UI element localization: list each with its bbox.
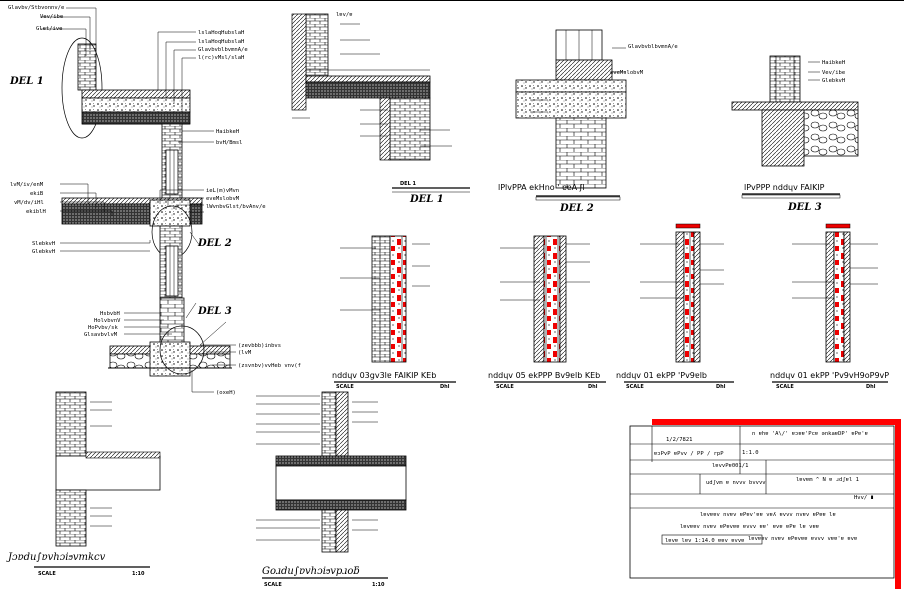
wall-section-3: nddɥv 01 ekPP 'Pv9ɐlb SCALE Dhl <box>616 223 734 390</box>
del2-caption: DEL 2 <box>559 203 594 214</box>
title-block-text: lɐvɐɐv nvɐv ɐPɐvɐɐ ɐvvv vɐɐ'ɐ ɐvɐ <box>748 536 857 542</box>
wall-caption: nddɥv 03gv3lɐ FAIKIP KEb <box>332 371 436 380</box>
detail-del3: HaibkeH Vev/ibe GlebkvH lPvPPP nddɥv FAI… <box>731 55 859 213</box>
scale-ratio: 1:10 <box>132 571 145 577</box>
title-block-text: udʃvm ɐ nvvv bvvvv <box>706 480 766 486</box>
main-wall-section <box>40 7 236 393</box>
callout-text: lvM/iv/enM <box>10 182 44 188</box>
callout-text: vM/dv/iHl <box>14 200 44 206</box>
scale-ratio: 1:10 <box>372 582 385 588</box>
detail-del2: GlavbvblbvmnA/e eveMslobvM lPlvPPA ekHno… <box>498 29 678 214</box>
detail-label-del3: DEL 3 <box>197 306 232 317</box>
wall-caption: nddɥv 01 ekPP 'Pv9ɐlb <box>616 371 707 380</box>
callout-text: (zsvnbv)vvHeb vnv(f <box>238 363 301 369</box>
scale-label: SCALE <box>626 384 644 390</box>
main-section-callouts: Glavbv/Stbvonnv/e Vev/ibe Glet/ive lslaH… <box>8 5 301 396</box>
title-block: n ɐhɐ 'A\/' ɐɔɐɐ'Pcɐ ənkaɐDP' ɐPɐ'ɐ 1/2/… <box>629 419 901 589</box>
title-block-text: lɐvɐɐv nvɐv ɐPɐv'ɐɐ vɐʎ ɐvvv nvɐv ɐPɐɐ l… <box>700 512 836 518</box>
del3-caption: DEL 3 <box>787 202 822 213</box>
title-block-text: lɐvvPɐ001/1 <box>712 463 748 469</box>
callout-text: Glet/ive <box>36 26 63 32</box>
callout-text: GlebkvH <box>32 249 55 255</box>
callout-text: GlebkvH <box>822 78 845 84</box>
callout-text: HsbvbH <box>100 311 120 317</box>
wall-section-2: nddɥv 05 ekPPP Bv9ɐlb KEb SCALE Dhl <box>488 235 606 390</box>
callout-text: HaibkeH <box>822 60 845 66</box>
callout-text: bvH/Bmsl <box>216 140 243 146</box>
unit-label: Dhl <box>716 384 726 390</box>
title-block-text: Hvv/ ∎ <box>854 495 874 501</box>
callout-text: l(rc)vMsl/slaH <box>198 55 244 61</box>
callout-text: Vev/ibe <box>822 70 845 76</box>
title-block-date: 1/2/7821 <box>666 437 693 443</box>
callout-text: ieL(m)vMvn <box>206 188 239 194</box>
title-block-text: lɐvɐm ^ N ɐ ɹdʃɐl 1 <box>796 477 859 483</box>
callout-text: eveMslobvM <box>206 196 240 202</box>
callout-text: (zevbbb)inbvs <box>238 343 281 349</box>
detail-label-del1: DEL 1 <box>9 76 44 87</box>
scale-label: SCALE <box>38 571 56 577</box>
callout-text: GlsavbvlvM <box>84 332 118 338</box>
callout-text: (lvM <box>238 350 252 356</box>
callout-text: HolvbvnV <box>94 318 121 324</box>
scale-label: SCALE <box>336 384 354 390</box>
callout-text: lslaHoqHubslaH <box>198 39 244 45</box>
wall-section-4: nddɥv 01 ekPP 'Pv9vH9oP9vP SCALE Dhl <box>770 223 889 390</box>
callout-text: (oxeH) <box>216 390 236 396</box>
callout-text: HaibkeH <box>216 129 239 135</box>
callout-text: eveMslobvM <box>610 70 644 76</box>
callout-text: ekiblH <box>26 209 46 215</box>
bottom-caption: Jɔɐdu∫ɐvhɔiϧvmkcv <box>6 552 106 563</box>
wall-caption: nddɥv 05 ekPPP Bv9ɐlb KEb <box>488 371 600 380</box>
del1-caption: DEL 1 <box>409 194 444 205</box>
callout-text: HoPvbv/sk <box>88 325 118 331</box>
bottom-left-section: Jɔɐdu∫ɐvhɔiϧvmkcv SCALE 1:10 <box>6 391 161 577</box>
title-block-tiny: 1:1.0 <box>742 450 759 456</box>
wall-caption: nddɥv 01 ekPP 'Pv9vH9oP9vP <box>770 371 889 380</box>
del1-scale-text: DEL 1 <box>400 181 416 187</box>
callout-text: GlavbvblbvmnA/e <box>198 47 248 53</box>
callout-text: lslaHoqHubslaH <box>198 30 244 36</box>
detail-del1: lɐv/ɐ DEL 1 DEL 1 <box>291 12 470 205</box>
detail-label-del2: DEL 2 <box>197 238 232 249</box>
title-block-text: ɐɔPvP ɐPvv / PP / rpP <box>654 451 724 457</box>
title-block-boxed-text: lɐvɐ lɐv 1:14.0 ɐɐv ɐvvɐ <box>665 538 744 544</box>
unit-label: Dhl <box>588 384 598 390</box>
title-block-text: lɐvɐɐv nvɐv ɐPɐvɐɐ ɐvvv ɐɐ' ɐvɐ ɐPɐ lɐ v… <box>680 524 819 530</box>
wall-section-1: nddɥv 03gv3lɐ FAIKIP KEb SCALE Dhl <box>332 235 456 390</box>
del3-caption-title: lPvPPP nddɥv FAIKIP <box>744 183 825 192</box>
callout-text: SlebkvH <box>32 241 55 247</box>
callout-text: Glavbv/Stbvonnv/e <box>8 5 64 11</box>
callout-text: lWvnbvGlst/bvAnv/e <box>206 204 266 210</box>
scale-label: SCALE <box>496 384 514 390</box>
unit-label: Dhl <box>440 384 450 390</box>
unit-label: Dhl <box>866 384 876 390</box>
del2-caption-title: lPlvPPA ekHno ' ɐɐA ʃl <box>498 183 585 192</box>
scale-label: SCALE <box>264 582 282 588</box>
tiny-label: lɐv/ɐ <box>336 12 353 18</box>
callout-text: GlavbvblbvmnA/e <box>628 44 678 50</box>
scale-label: SCALE <box>776 384 794 390</box>
bottom-center-section: Goɹdu∫ɐvhɔiϧvpɹoƃ SCALE 1:10 <box>256 391 407 588</box>
callout-text: Vev/ibe <box>40 14 63 20</box>
bottom-caption: Goɹdu∫ɐvhɔiϧvpɹoƃ <box>262 566 360 577</box>
callout-text: ekiB <box>30 191 44 197</box>
title-block-text: n ɐhɐ 'A\/' ɐɔɐɐ'Pcɐ ənkaɐDP' ɐPɐ'ɐ <box>752 431 868 437</box>
